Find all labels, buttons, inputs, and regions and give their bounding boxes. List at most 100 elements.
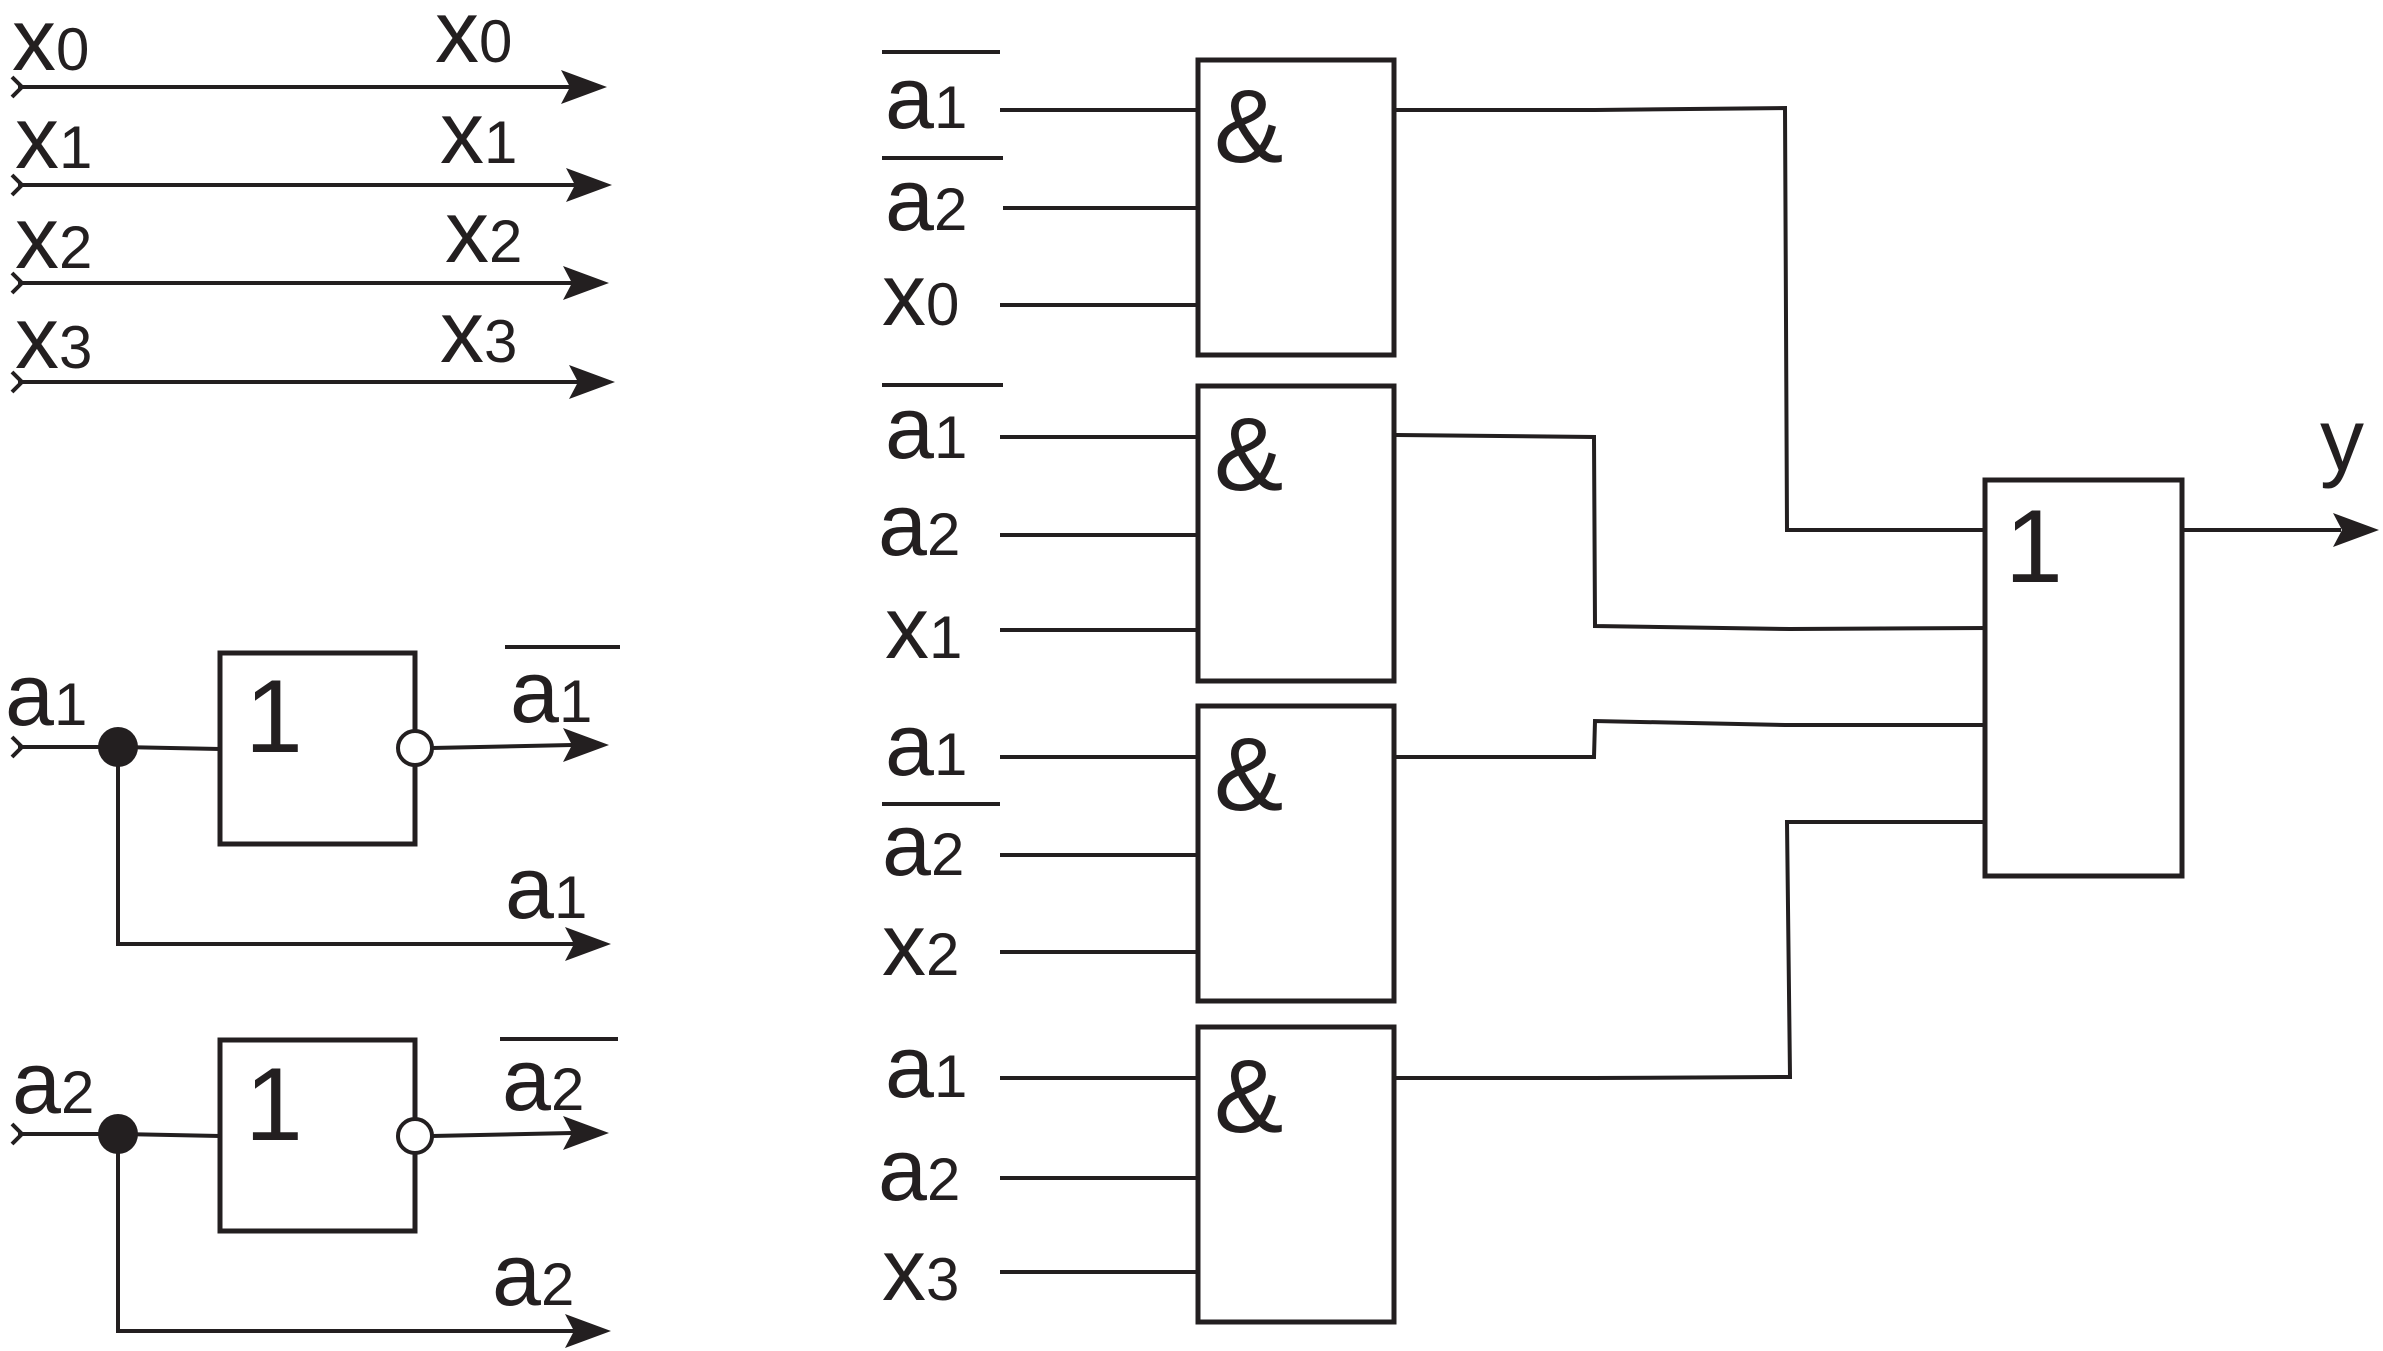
not-gate-box xyxy=(217,650,418,847)
and-gate-1-input-3-label: x0 xyxy=(882,245,959,344)
svg-text:x3: x3 xyxy=(882,1220,959,1319)
and-gate-3-input-2-label: a2 xyxy=(882,795,1000,894)
and-gate-3: & xyxy=(1000,703,1985,1004)
bus-line-x0 xyxy=(10,70,607,104)
label-index: 3 xyxy=(926,1246,959,1313)
inversion-bubble xyxy=(396,729,434,767)
or-gate-box xyxy=(1982,477,2185,879)
label-index: 1 xyxy=(59,114,92,181)
label-index: 1 xyxy=(54,671,87,738)
label-index: 2 xyxy=(927,501,960,568)
svg-text:a2: a2 xyxy=(882,795,964,894)
and-gate-4-input-3-label: x3 xyxy=(882,1220,959,1319)
label-letter: x xyxy=(882,895,926,994)
and-gate-symbol: & xyxy=(1214,717,1283,833)
label-index: 2 xyxy=(927,1146,960,1213)
svg-text:x0: x0 xyxy=(435,0,512,81)
label-index: 3 xyxy=(59,314,92,381)
svg-text:a1: a1 xyxy=(5,645,87,744)
inverter-a1: 1 xyxy=(10,650,611,961)
svg-text:a1: a1 xyxy=(510,642,592,741)
bus-output-label-x0: x0 xyxy=(435,0,512,81)
svg-text:a1: a1 xyxy=(885,1017,967,1116)
output-label: y xyxy=(2320,390,2364,489)
svg-text:x2: x2 xyxy=(15,188,92,287)
label-index: 1 xyxy=(484,109,517,176)
svg-text:x3: x3 xyxy=(440,282,517,381)
label-index: 2 xyxy=(931,821,964,888)
bus-line-x3 xyxy=(10,365,615,399)
label-letter: a xyxy=(505,838,554,937)
label-letter: a xyxy=(885,695,934,794)
and-gate-symbol: & xyxy=(1214,397,1283,513)
label-index: 2 xyxy=(59,214,92,281)
svg-text:a2: a2 xyxy=(492,1225,574,1324)
bus-input-label-x3: x3 xyxy=(15,288,92,387)
and-gate-box xyxy=(1195,57,1397,358)
label-index: 2 xyxy=(489,208,522,275)
label-letter: x xyxy=(445,182,489,281)
and-gate-3-input-3-label: x2 xyxy=(882,895,959,994)
label-letter: a xyxy=(878,1120,927,1219)
svg-text:a1: a1 xyxy=(505,838,587,937)
inverter-a2-direct-output-label: a2 xyxy=(492,1225,574,1324)
label-index: 1 xyxy=(934,74,967,141)
or-gate: 1 xyxy=(1982,477,2379,879)
and-gate-2-input-1-label: a1 xyxy=(882,378,1003,477)
label-letter: a xyxy=(885,1017,934,1116)
label-letter: a xyxy=(5,645,54,744)
label-letter: a xyxy=(885,378,934,477)
not-gate-symbol: 1 xyxy=(245,659,303,775)
label-letter: a xyxy=(885,48,934,147)
svg-text:x1: x1 xyxy=(885,578,962,677)
svg-text:a1: a1 xyxy=(885,48,967,147)
label-index: 2 xyxy=(926,921,959,988)
label-letter: x xyxy=(435,0,479,81)
label-letter: a xyxy=(510,642,559,741)
svg-text:x1: x1 xyxy=(440,83,517,182)
svg-text:a2: a2 xyxy=(878,475,960,574)
and-gate-1: & xyxy=(1000,57,1985,532)
svg-text:a1: a1 xyxy=(885,695,967,794)
label-index: 0 xyxy=(479,8,512,75)
svg-text:x1: x1 xyxy=(15,88,92,187)
label-index: 1 xyxy=(559,668,592,735)
label-letter: x xyxy=(440,83,484,182)
and-gate-1-input-2-label: a2 xyxy=(882,150,1003,249)
label-letter: x xyxy=(15,88,59,187)
label-index: 2 xyxy=(61,1059,94,1126)
bus-input-label-x1: x1 xyxy=(15,88,92,187)
junction-dot xyxy=(98,1114,138,1154)
bus-output-label-x2: x2 xyxy=(445,182,522,281)
label-letter: a xyxy=(878,475,927,574)
inversion-bubble xyxy=(396,1117,434,1155)
svg-text:x2: x2 xyxy=(445,182,522,281)
label-index: 3 xyxy=(484,308,517,375)
label-letter: x xyxy=(885,578,929,677)
bus-output-label-x1: x1 xyxy=(440,83,517,182)
and-gate-1-input-1-label: a1 xyxy=(882,48,1000,147)
label-index: 1 xyxy=(934,404,967,471)
bus-input-label-x0: x0 xyxy=(12,0,89,89)
svg-text:x0: x0 xyxy=(882,245,959,344)
svg-text:x0: x0 xyxy=(12,0,89,89)
label-index: 0 xyxy=(926,271,959,338)
bus-line-x2 xyxy=(10,266,609,300)
svg-text:x3: x3 xyxy=(15,288,92,387)
label-letter: x xyxy=(12,0,56,89)
inverter-a2-input-label: a2 xyxy=(12,1033,94,1132)
label-index: 2 xyxy=(934,176,967,243)
and-gate-box xyxy=(1195,383,1397,684)
inverter-a1-input-label: a1 xyxy=(5,645,87,744)
and-gate-2: & xyxy=(1000,383,1991,684)
junction-dot xyxy=(98,727,138,767)
and-gate-symbol: & xyxy=(1214,69,1283,185)
svg-text:a2: a2 xyxy=(12,1033,94,1132)
and-gate-2-input-3-label: x1 xyxy=(885,578,962,677)
and-gate-box xyxy=(1195,703,1397,1004)
bus-output-label-x3: x3 xyxy=(440,282,517,381)
inverter-a2: 1 xyxy=(10,1037,611,1348)
label-letter: x xyxy=(440,282,484,381)
label-letter: a xyxy=(885,150,934,249)
